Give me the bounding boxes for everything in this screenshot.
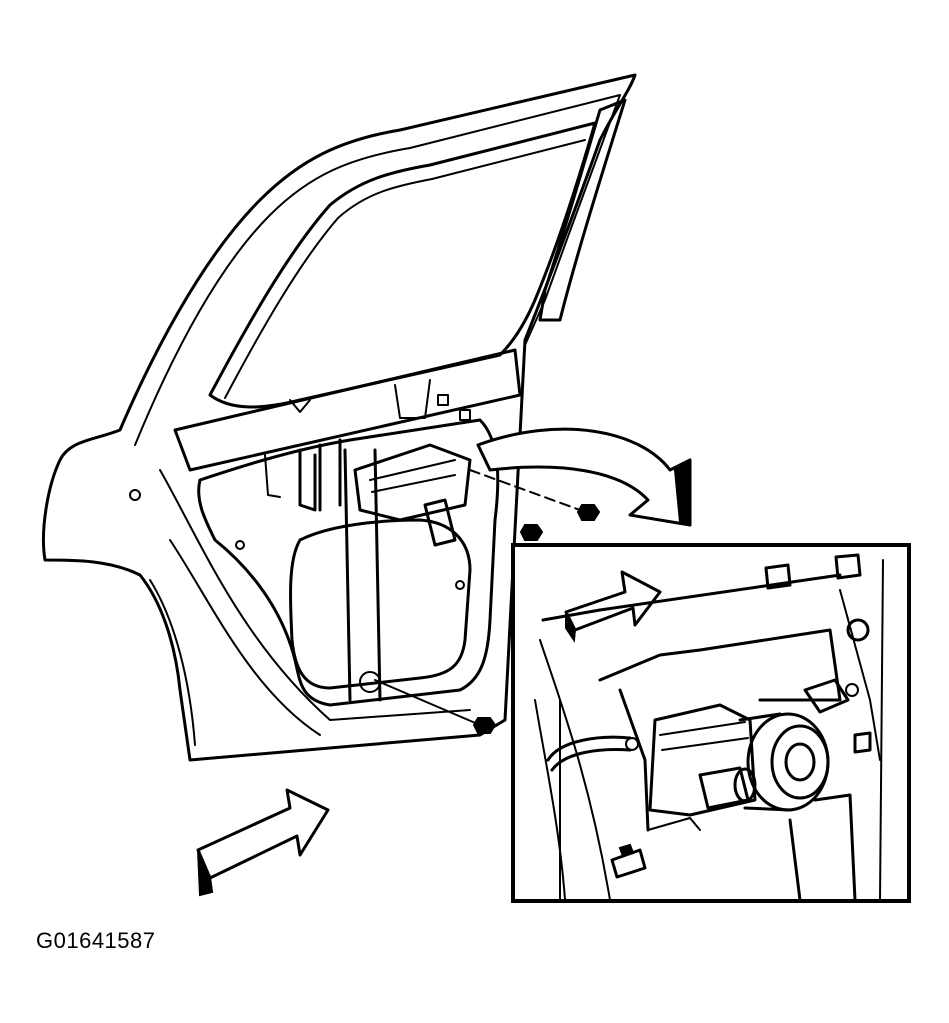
detail-inset bbox=[511, 543, 911, 903]
callout-arrow bbox=[476, 427, 692, 527]
rear-door bbox=[42, 73, 637, 762]
view-direction-arrow-inset bbox=[564, 570, 662, 643]
view-direction-arrow-main bbox=[196, 788, 330, 897]
figure-reference-code: G01641587 bbox=[36, 928, 156, 953]
